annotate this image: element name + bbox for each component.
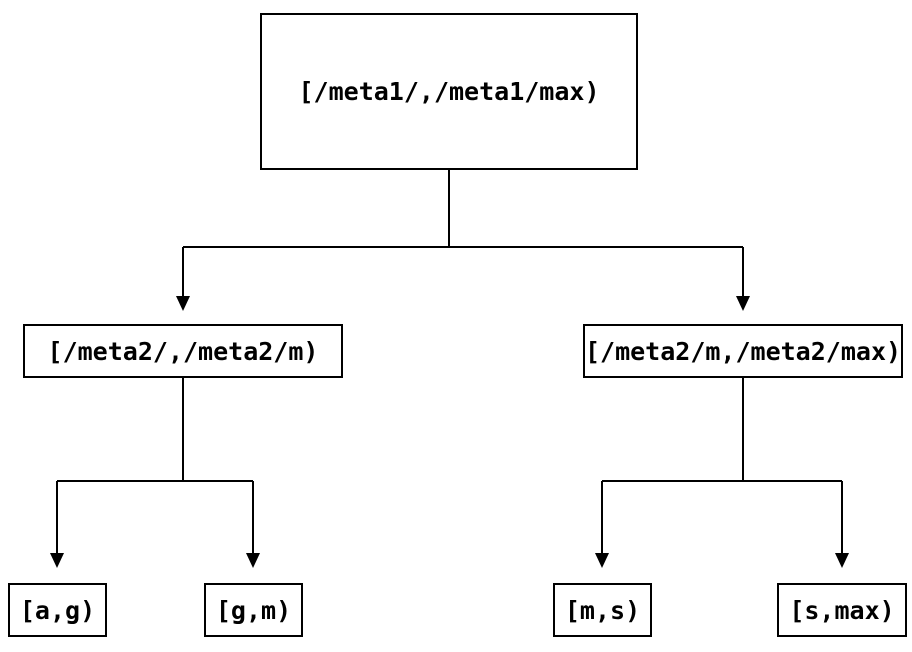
node-label: [g,m) xyxy=(215,595,292,625)
node-leaf-gm: [g,m) xyxy=(204,583,303,637)
node-leaf-ag: [a,g) xyxy=(8,583,107,637)
node-meta2-left-range: [/meta2/,/meta2/m) xyxy=(23,324,343,378)
arrowhead-down-icon xyxy=(835,553,849,568)
edge-left-subtree xyxy=(56,378,254,553)
node-label: [s,max) xyxy=(789,595,895,625)
arrowhead-down-icon xyxy=(736,296,750,311)
node-label: [a,g) xyxy=(19,595,96,625)
arrowhead-down-icon xyxy=(246,553,260,568)
node-meta2-right-range: [/meta2/m,/meta2/max) xyxy=(583,324,903,378)
node-root-range: [/meta1/,/meta1/max) xyxy=(260,13,638,170)
node-label: [/meta2/m,/meta2/max) xyxy=(584,336,902,366)
node-label: [/meta2/,/meta2/m) xyxy=(47,336,319,366)
edge-right-subtree xyxy=(601,378,843,553)
arrowhead-down-icon xyxy=(176,296,190,311)
node-leaf-smax: [s,max) xyxy=(777,583,907,637)
node-leaf-ms: [m,s) xyxy=(553,583,652,637)
arrowhead-down-icon xyxy=(50,553,64,568)
edge-root-to-level2 xyxy=(182,170,744,296)
node-label: [/meta1/,/meta1/max) xyxy=(298,77,600,106)
node-label: [m,s) xyxy=(564,595,641,625)
arrowhead-down-icon xyxy=(595,553,609,568)
